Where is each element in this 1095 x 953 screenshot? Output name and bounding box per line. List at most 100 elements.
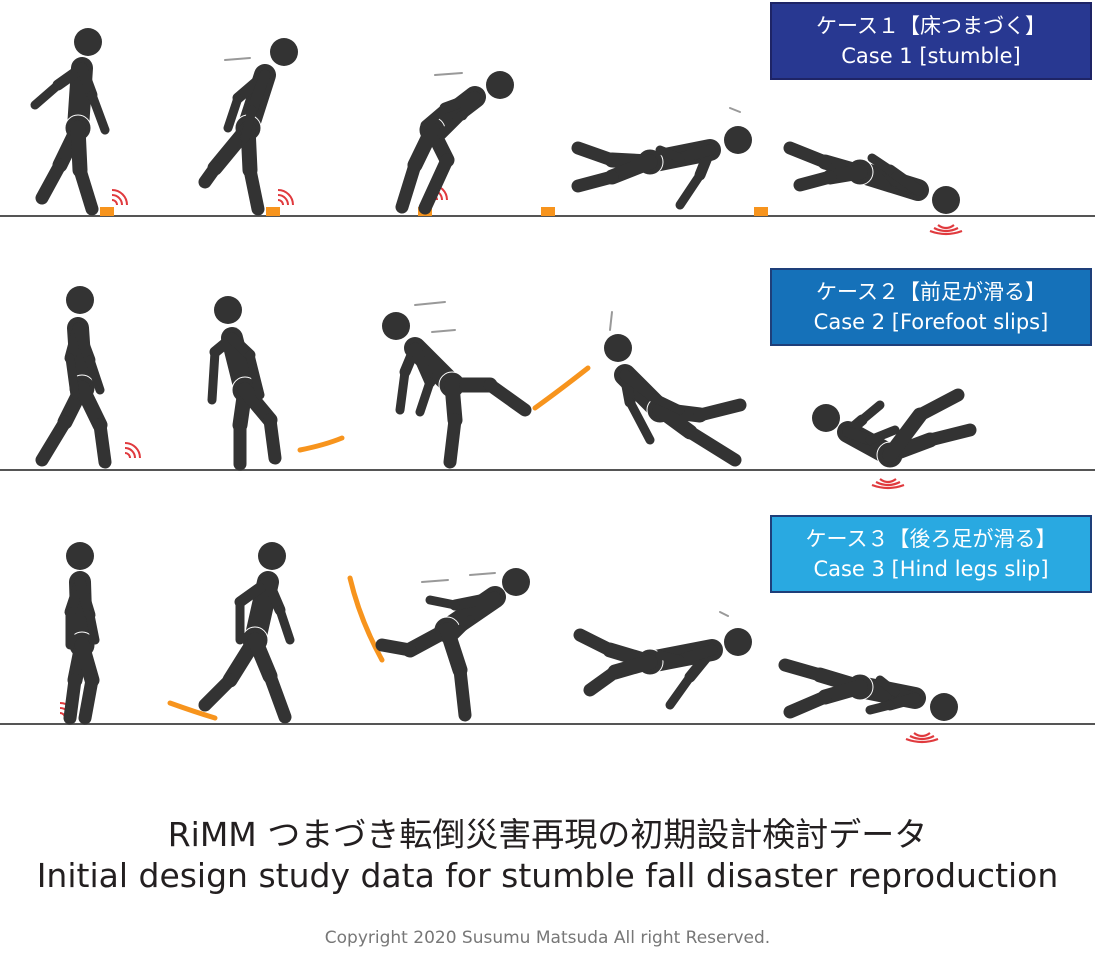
figure-shin — [375, 638, 417, 657]
motion-line-icon — [421, 579, 449, 583]
floor-obstacle — [266, 207, 280, 216]
figure-shin — [73, 163, 99, 216]
figure-shin — [78, 673, 99, 725]
human-figure — [30, 28, 110, 216]
human-figure — [198, 542, 295, 724]
human-figure — [207, 296, 282, 471]
case-2-label-jp: ケース２【前足が滑る】 — [816, 280, 1046, 304]
impact-wave-icon — [277, 199, 284, 206]
human-figure — [571, 126, 752, 210]
figure-head — [932, 186, 960, 214]
figure-upper-arm — [262, 576, 286, 616]
figure-head — [214, 296, 242, 324]
figure-thigh — [237, 382, 278, 428]
slip-spray-icon — [347, 575, 385, 663]
impact-wave-icon — [933, 227, 959, 233]
copyright-notice: Copyright 2020 Susumu Matsuda All right … — [324, 928, 771, 948]
figure-shin — [443, 413, 462, 469]
impact-wave-icon — [905, 737, 939, 744]
figure-forearm — [240, 105, 257, 143]
figure-head — [502, 568, 530, 596]
figure-thigh — [70, 120, 88, 178]
impact-wave-icon — [909, 735, 935, 741]
figure-upper-arm — [619, 369, 661, 404]
figure-head — [724, 126, 752, 154]
figure-head — [486, 71, 514, 99]
figure-forearm — [437, 110, 467, 140]
figure-thigh — [882, 407, 928, 463]
figure-forearm — [395, 367, 410, 415]
figure-upper-arm — [674, 644, 718, 666]
human-figure — [382, 312, 532, 469]
motion-line-icon — [431, 329, 456, 333]
motion-line-icon — [224, 57, 251, 61]
figure-shin — [583, 665, 622, 697]
human-figure — [812, 388, 977, 469]
figure-shin — [783, 141, 832, 169]
figure-thigh — [74, 380, 108, 433]
figure-shin — [778, 658, 827, 682]
motion-line-icon — [729, 107, 741, 113]
figure-upper-arm — [246, 69, 271, 116]
motion-line-icon — [414, 301, 446, 306]
figure-forearm — [857, 400, 885, 425]
figure-forearm — [275, 605, 295, 645]
figure-shin — [571, 170, 619, 193]
human-figure — [375, 568, 530, 722]
figure-shin — [63, 673, 82, 725]
figure-shin — [573, 628, 617, 657]
figure-shin — [395, 158, 422, 214]
case-1-label-jp: ケース１【床つまづく】 — [816, 14, 1046, 38]
impact-wave-icon — [111, 189, 128, 206]
impact-wave-icon — [111, 199, 118, 206]
figure-head — [604, 334, 632, 362]
human-figure — [35, 286, 112, 469]
case-3-label-en: Case 3 [Hind legs slip] — [813, 557, 1049, 581]
figure-forearm — [875, 675, 900, 697]
figure-shin — [198, 673, 237, 712]
figure-forearm — [85, 610, 100, 645]
human-figure — [395, 71, 514, 215]
figure-upper-arm — [234, 576, 274, 608]
floor-obstacle — [541, 207, 555, 216]
case-3-label: ケース３【後ろ足が滑る】 Case 3 [Hind legs slip] — [770, 515, 1092, 593]
impact-wave-icon — [879, 478, 897, 484]
figure-forearm — [675, 170, 705, 210]
figure-shin — [35, 415, 72, 467]
motion-line-icon — [434, 72, 463, 76]
human-figure — [783, 141, 960, 214]
figure-upper-arm — [74, 576, 96, 621]
figure-upper-arm — [674, 144, 716, 164]
figure-forearm — [655, 145, 685, 163]
floor-obstacle — [100, 207, 114, 216]
figure-head — [66, 286, 94, 314]
figure-forearm — [867, 153, 895, 175]
figure-forearm — [425, 595, 460, 610]
human-figure — [778, 658, 958, 721]
case-3-label-jp: ケース３【後ろ足が滑る】 — [805, 527, 1057, 551]
motion-line-icon — [719, 611, 729, 617]
human-figure — [63, 542, 100, 725]
figure-shin — [263, 413, 282, 465]
floor-obstacle — [754, 207, 768, 216]
figure-upper-arm — [409, 342, 436, 388]
case-2-label-en: Case 2 [Forefoot slips] — [813, 310, 1049, 334]
figure-head — [66, 542, 94, 570]
title-english: Initial design study data for stumble fa… — [36, 856, 1059, 895]
figure-forearm — [245, 350, 265, 400]
impact-wave-icon — [875, 481, 901, 487]
impact-wave-icon — [913, 732, 931, 738]
figure-shin — [93, 418, 112, 469]
case-2-label: ケース２【前足が滑る】 Case 2 [Forefoot slips] — [770, 268, 1092, 346]
slip-spray-icon — [532, 365, 591, 411]
figure-forearm — [30, 80, 63, 110]
figure-shin — [483, 378, 532, 417]
figure-shin — [35, 158, 67, 205]
figure-upper-arm — [76, 62, 98, 101]
figure-head — [270, 38, 298, 66]
figure-forearm — [650, 393, 685, 415]
figure-forearm — [655, 650, 685, 665]
figure-head — [812, 404, 840, 432]
human-figure — [198, 38, 298, 216]
